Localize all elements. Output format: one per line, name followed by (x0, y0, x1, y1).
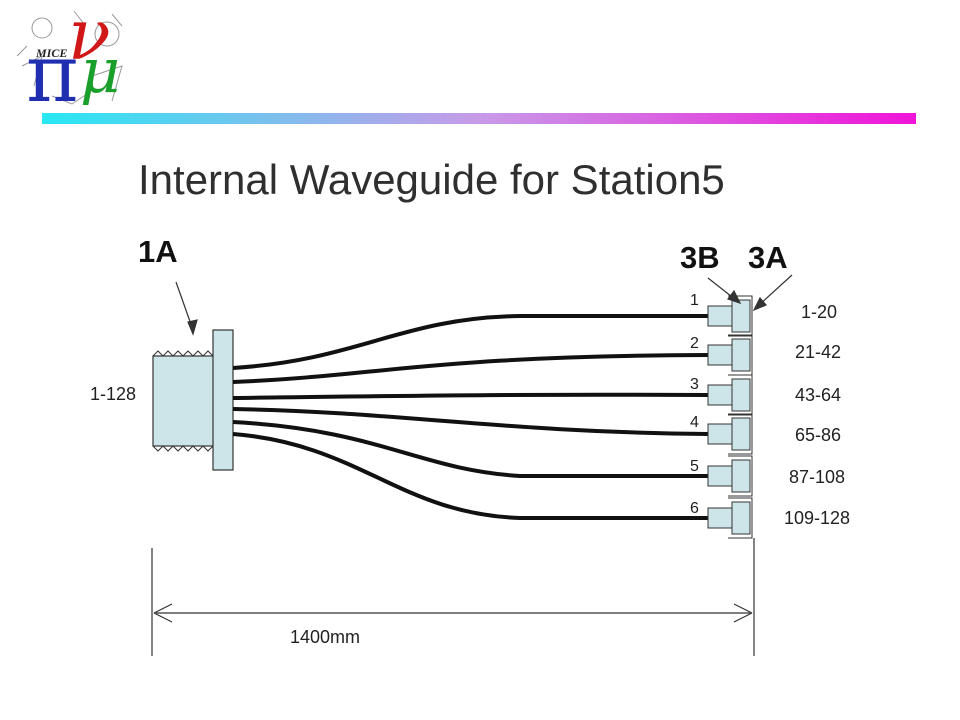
output-connector-4 (707, 413, 753, 455)
fiber-5 (232, 420, 708, 478)
output-number-1: 1 (690, 292, 699, 309)
output-number-2: 2 (690, 335, 699, 352)
fiber-6 (232, 432, 708, 520)
dim-arrow-left (153, 603, 173, 623)
fiber-2 (232, 353, 709, 384)
logo-sketch-icon (16, 10, 123, 105)
logo-nu: ν (68, 0, 111, 76)
output-connector-5 (707, 455, 753, 497)
arrow-3b-head (727, 289, 742, 305)
output-connector-3 (707, 374, 753, 416)
fiber-4 (232, 407, 709, 436)
dim-arrow-right (733, 603, 753, 623)
connector-flange (212, 329, 234, 471)
output-channels-1: 1-20 (801, 302, 838, 322)
fiber-bundle (232, 314, 709, 520)
banner-bar (42, 113, 916, 124)
thread-top (152, 350, 214, 357)
fiber-1 (232, 314, 708, 370)
logo-mice-text: MICE (36, 46, 68, 60)
label-1a: 1A (138, 234, 178, 269)
page-title: Internal Waveguide for Station5 (138, 156, 725, 203)
output-number-4: 4 (690, 414, 699, 431)
arrow-1a-head (187, 319, 198, 336)
input-connector (152, 329, 234, 471)
label-3a: 3A (748, 240, 788, 275)
output-channels-6: 109-128 (784, 508, 851, 528)
output-channels-5: 87-108 (789, 467, 846, 487)
output-number-3: 3 (690, 376, 699, 393)
pointer-arrows (175, 274, 793, 336)
arrow-3a (757, 274, 793, 307)
dimension-line (151, 538, 755, 656)
thread-bottom (152, 445, 214, 452)
label-length: 1400mm (290, 627, 361, 647)
label-3b: 3B (680, 240, 720, 275)
label-input-channels: 1-128 (90, 384, 137, 404)
connector-threaded-body (152, 355, 216, 447)
logo-pi: π (26, 27, 79, 120)
output-number-6: 6 (690, 500, 699, 517)
output-connector-1 (707, 295, 753, 337)
logo-mu: μ (80, 34, 121, 107)
output-connector-2 (707, 334, 753, 376)
output-connector-6 (707, 497, 753, 539)
output-channels-3: 43-64 (795, 385, 842, 405)
mice-logo: π ν μ MICE (12, 0, 132, 114)
header-banner (42, 113, 916, 124)
fiber-3 (232, 392, 709, 400)
output-channels-2: 21-42 (795, 342, 842, 362)
output-number-5: 5 (690, 458, 699, 475)
output-connectors (707, 295, 753, 539)
output-channels-4: 65-86 (795, 425, 842, 445)
arrow-3a-head (752, 296, 767, 312)
